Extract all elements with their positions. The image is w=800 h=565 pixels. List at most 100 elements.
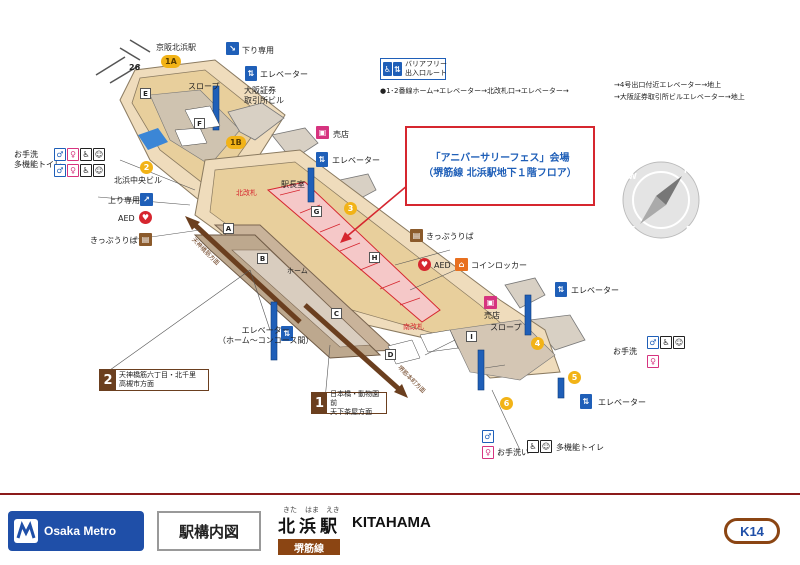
restroom-label-left: お手洗多機能トイレ [14,150,62,169]
ose-building-access [227,102,586,351]
entrance-c: C [331,308,342,319]
street-lines [95,39,151,84]
road-number: 26 [129,63,141,72]
direction-box-2: 2 天神橋筋六丁目・北千里 高槻市方面 [99,369,209,391]
escalator-down-icon: ↘ [226,42,239,55]
entrance-f: F [194,118,205,129]
restroom-icon-left-2: ♀ [67,148,79,161]
elevator-icon-3: ⇅ [555,282,567,297]
exit-3[interactable]: 3 [344,202,357,215]
elevator-icon-4: ⇅ [580,394,592,409]
ruby-eki: えき [326,506,340,514]
map-title: 駅構内図 [157,511,261,551]
footer-divider [0,493,800,495]
direction-1-line-2: 天下茶屋方面 [330,407,373,416]
aed-label-2: AED [434,261,451,270]
aed-icon-1: ♥ [139,211,152,224]
escalator-up-icon: ↗ [140,193,153,206]
restroom-icon-bottom-1: ♂ [482,430,494,443]
compass-west: W [628,172,637,181]
elevator-shafts [212,85,565,399]
family-icon-left: ☺ [93,148,105,161]
direction-box-1: 1 日本橋・動物園前 天下茶屋方面 [311,390,387,417]
exit-2-stairs [138,128,168,150]
main-concourse [194,149,561,381]
entrance-e: E [140,88,151,99]
elevator-label-3: エレベーター [571,286,619,295]
event-callout: 「アニバーサリーフェス」会場 （堺筋線 北浜駅地下１階フロア） [405,126,595,206]
direction-number-1: 1 [312,393,328,413]
ose-building-label: 大阪証券取引所ビル [244,86,284,105]
callout-arrow [340,184,409,243]
elevator-icon-platform: ⇅ [281,326,293,341]
down-only-label: 下り専用 [242,46,274,55]
elevator-platform-label: エレベーター（ホーム〜コンコース間） [218,326,314,345]
compass-rose [622,161,700,239]
restroom-icon-right-1: ♂ [647,336,659,349]
exit-1b[interactable]: 1B [226,136,246,149]
kiosk-label-1: 売店 [333,130,349,139]
entrance-d: D [385,349,396,360]
ticket-label-1: きっぷうりば [90,236,138,245]
route-step-1: ●1･2番線ホーム→エレベーター→北改札口→エレベーター→ [380,87,569,95]
barrier-free-exit-label: 出入口ルート [405,69,447,77]
elevator-route-icon: ⇅ [393,62,402,76]
direction-1-line-1: 日本橋・動物園前 [330,389,380,407]
up-only-label: 上り専用 [108,196,140,205]
route-branch-1: →4号出口付近エレベーター→地上 [614,81,722,89]
exit-6[interactable]: 6 [500,397,513,410]
accessible-icon-left: ♿ [80,148,92,161]
north-central-bldg-label: 北浜中央ビル [114,176,162,185]
direction-text-1: 日本橋・動物園前 天下茶屋方面 [327,390,386,417]
station-map [95,39,700,451]
accessible-icon-right: ♿ [660,336,672,349]
ticket-icon-1: ▤ [139,233,152,246]
restroom-label-bottom: お手洗い [497,448,529,457]
line-name-tag: 堺筋線 [278,539,340,555]
direction-number-2: 2 [100,370,116,390]
exit-4[interactable]: 4 [531,337,544,350]
entrance-i: I [466,331,477,342]
ticket-label-2: きっぷうりば [426,232,474,241]
direction-2-line-1: 天神橋筋六丁目・北千里 [119,371,196,379]
accessible-route-icon: ♿ [383,62,392,76]
compass-north: N [684,166,691,175]
compass-east: E [686,225,692,234]
barrier-free-legend: ♿ ⇅ バリアフリー 出入口ルート [380,58,447,80]
kiosk-icon-1: ▣ [316,126,329,139]
restroom-icon-left-1: ♂ [54,148,66,161]
brand-name: Osaka Metro [44,524,117,538]
north-gate-label: 北改札 [236,189,257,197]
callout-line-1: 「アニバーサリーフェス」会場 [430,153,570,164]
slope-label-south: スロープ [490,323,522,332]
barrier-free-label: バリアフリー [405,60,447,68]
kiosk-icon-2: ▣ [484,296,497,309]
elevator-icon-2: ⇅ [316,152,328,167]
entrance-b: B [257,253,268,264]
station-name-jp: 北浜駅 [278,517,341,537]
track-arrows [185,216,408,398]
aed-label-1: AED [118,214,135,223]
restroom-label-right: お手洗 [613,347,637,356]
coin-locker-label: コインロッカー [471,261,527,270]
entrance-h: H [369,252,380,263]
family-icon-left-2: ☺ [93,164,105,177]
elevator-icon-1: ⇅ [245,66,257,81]
compass-south: S [630,225,636,234]
elevator-label-4: エレベーター [598,398,646,407]
multi-toilet-label: 多機能トイレ [556,443,604,452]
ruby-hama: はま [305,506,319,514]
keihan-station-label: 京阪北浜駅 [156,43,196,52]
exit-2[interactable]: 2 [140,161,153,174]
aed-icon-2: ♥ [418,258,431,271]
station-name-en: KITAHAMA [352,514,431,531]
exit-5[interactable]: 5 [568,371,581,384]
family-icon-right: ☺ [673,336,685,349]
exit-1a[interactable]: 1A [161,55,181,68]
osaka-metro-logo: Osaka Metro [8,511,144,551]
entrance-a: A [223,223,234,234]
restroom-icon-right-2: ♀ [647,355,659,368]
coin-locker-icon: ⌂ [455,258,468,271]
station-code-badge: K14 [724,518,780,544]
callout-line-2: （堺筋線 北浜駅地下１階フロア） [423,168,577,179]
